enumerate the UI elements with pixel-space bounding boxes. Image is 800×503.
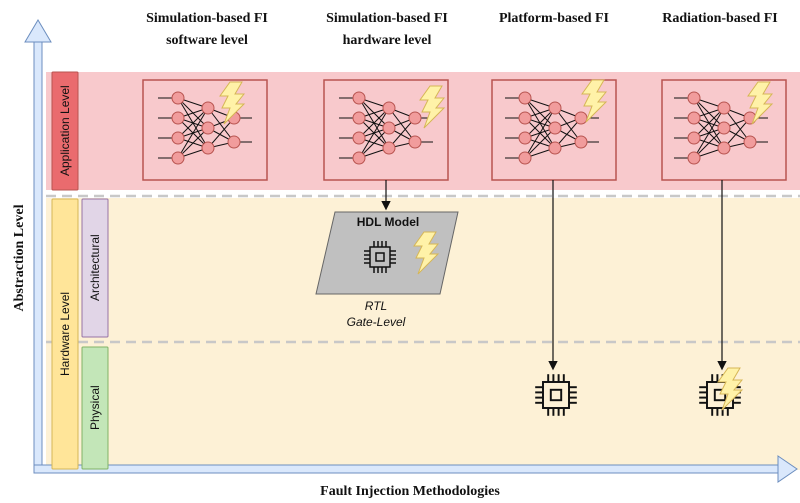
- x-axis-label: Fault Injection Methodologies: [320, 484, 500, 499]
- physical-box: [81, 346, 109, 470]
- y-axis-label: Abstraction Level: [12, 204, 27, 312]
- label-physical: Physical: [88, 385, 102, 431]
- nn-box-hardware: [323, 79, 449, 181]
- column-title-platform: Platform-based FI: [498, 11, 610, 26]
- label-hardware-level: Hardware Level: [58, 291, 72, 377]
- label-architectural: Architectural: [88, 234, 102, 302]
- application-level-box: [51, 71, 79, 191]
- hdl-model-title: HDL Model: [356, 215, 420, 229]
- nn-box-radiation: [661, 79, 787, 181]
- hdl-model-block: [315, 211, 459, 295]
- nn-box-software: [142, 79, 268, 181]
- x-axis-arrow: [33, 464, 781, 474]
- architectural-box: [81, 198, 109, 338]
- nn-box-platform: [491, 79, 617, 181]
- y-axis-arrow: [33, 39, 43, 471]
- hardware-level-box: [51, 198, 79, 470]
- label-application-level: Application Level: [58, 85, 72, 177]
- column-title-radiation: Radiation-based FI: [662, 11, 778, 26]
